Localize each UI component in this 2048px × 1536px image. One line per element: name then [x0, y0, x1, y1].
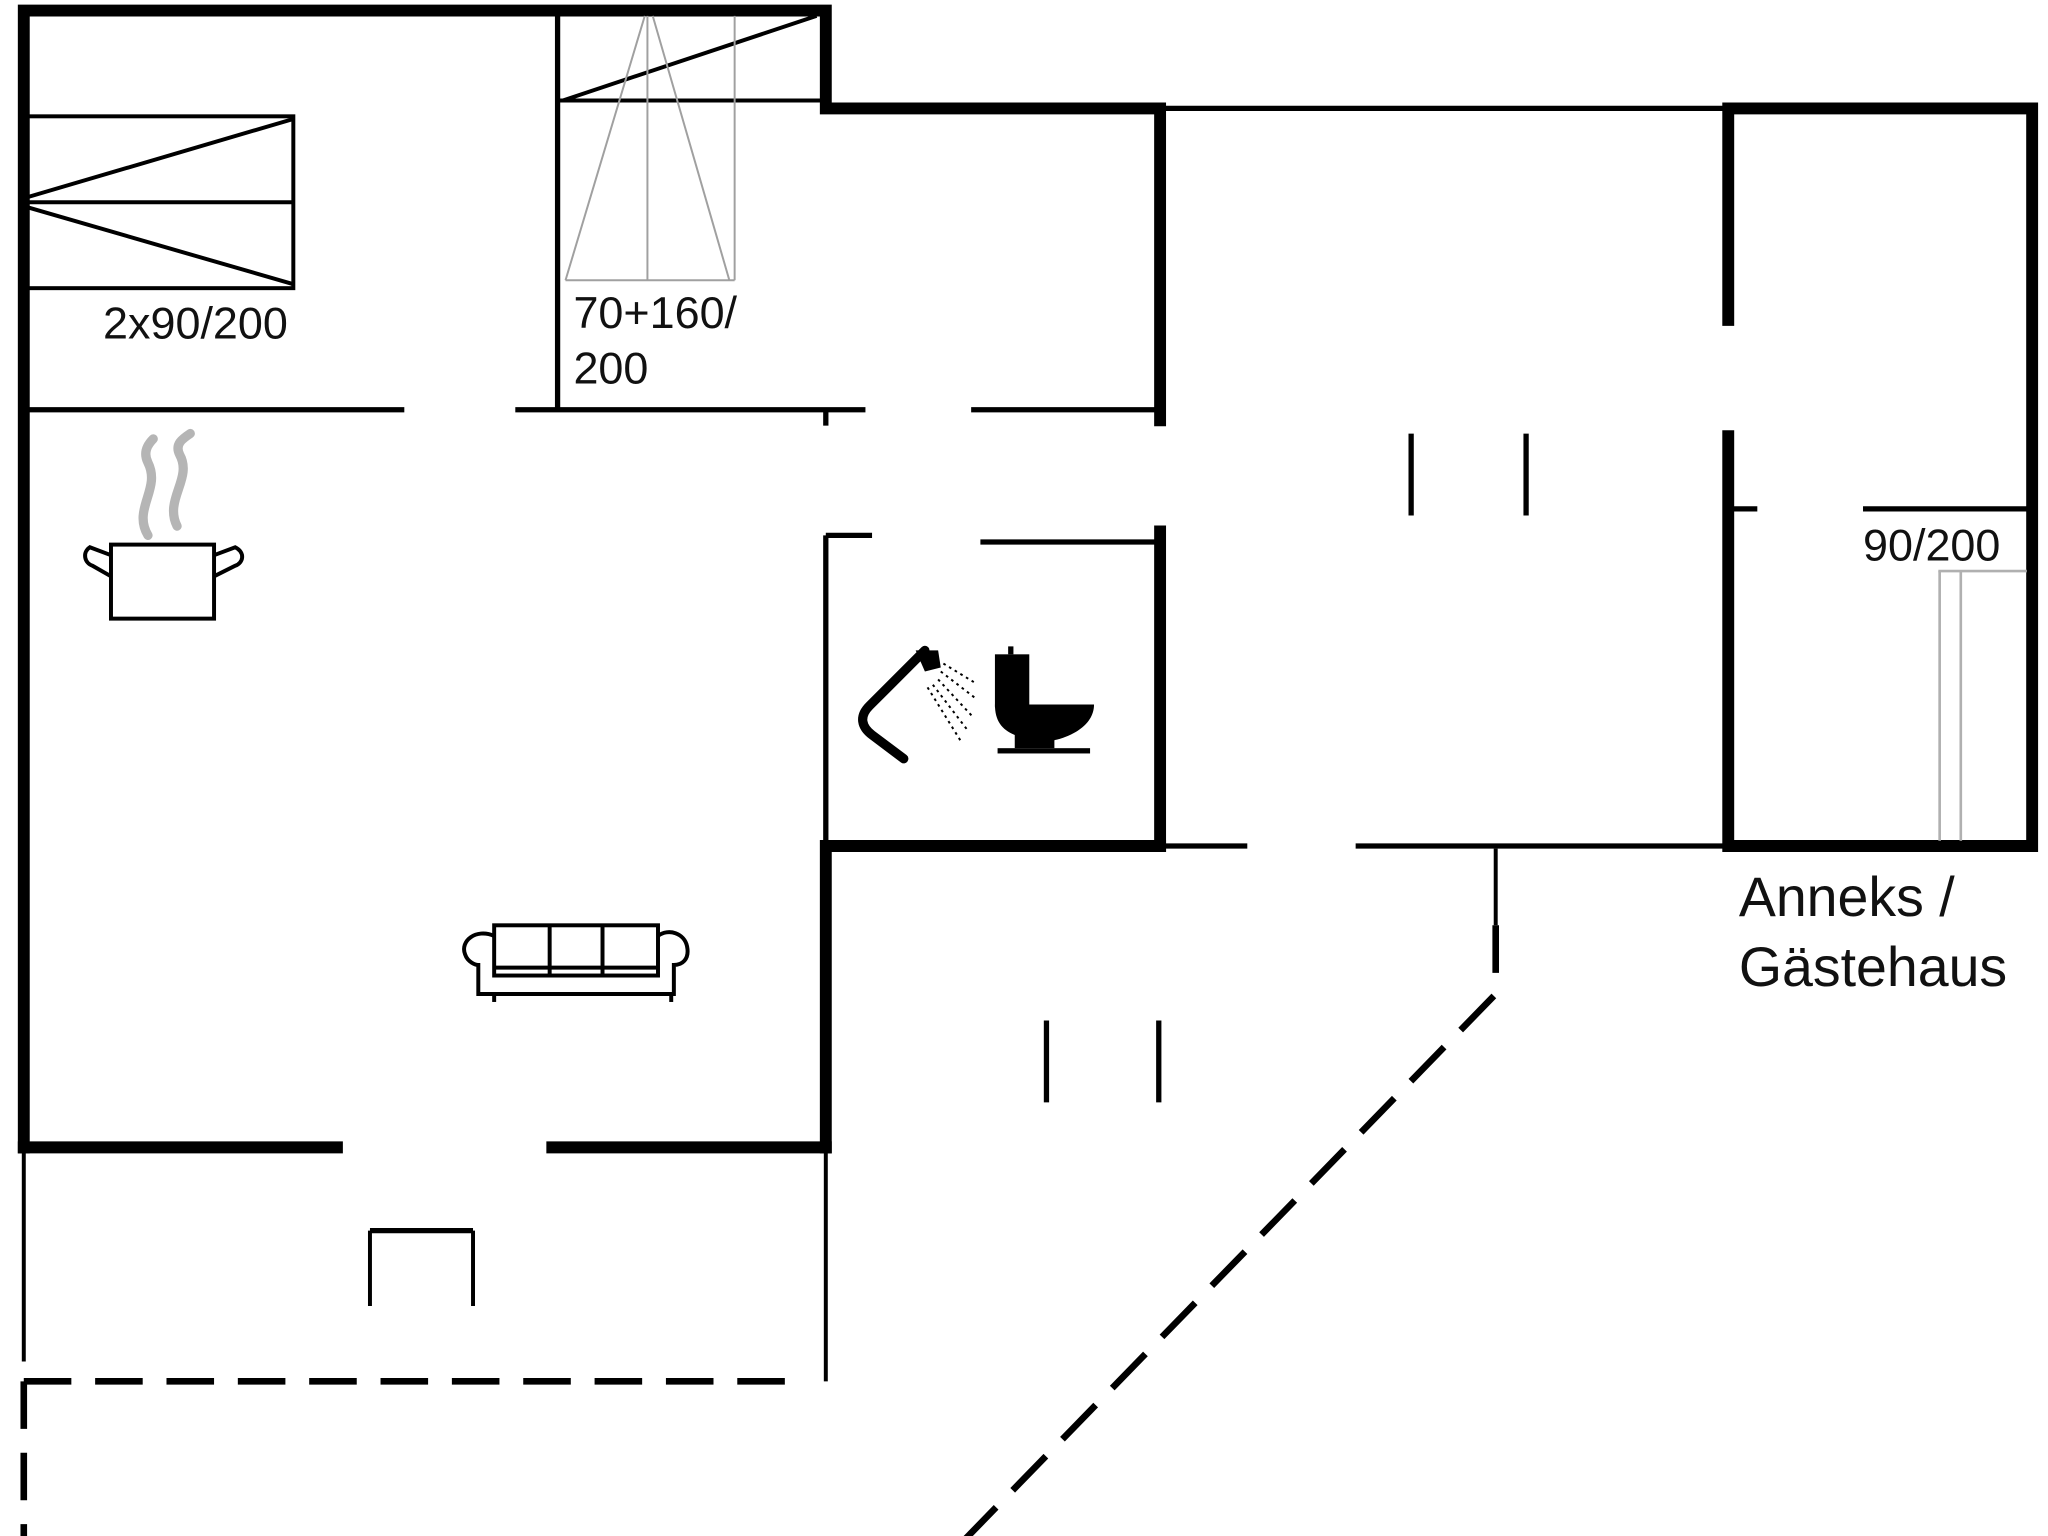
- outer-walls: [17, 4, 2039, 1154]
- bedroom1-beds: [21, 114, 296, 291]
- bedroom2-beds: [557, 13, 826, 282]
- annex-bed: [1938, 569, 2027, 841]
- bedroom1-bed-label: 2x90/200: [103, 297, 288, 348]
- cooking-pot-icon: [83, 428, 245, 621]
- sofa-icon: [462, 923, 690, 1002]
- annex-title-line1: Anneks /: [1739, 866, 1955, 928]
- bedroom2-bed-label-line1: 70+160/: [573, 287, 737, 338]
- shower-icon: [858, 645, 976, 764]
- table-icon: [367, 1228, 476, 1306]
- annex-bed-label: 90/200: [1863, 519, 2000, 570]
- annex-title-line2: Gästehaus: [1739, 936, 2007, 998]
- toilet-icon: [994, 646, 1095, 754]
- inner-walls: [21, 10, 2033, 1382]
- bedroom2-bed-label-line2: 200: [573, 342, 648, 393]
- terrace-outline: [20, 925, 1500, 1536]
